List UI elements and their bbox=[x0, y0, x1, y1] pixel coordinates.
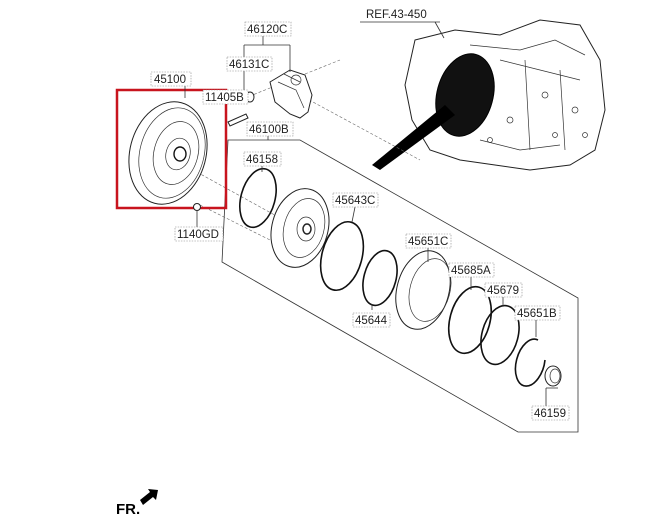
bushing-46159[interactable] bbox=[544, 365, 562, 387]
reference-pointer bbox=[372, 105, 455, 170]
seal-ring-45685a[interactable] bbox=[442, 282, 498, 358]
label-1140gd[interactable]: 1140GD bbox=[174, 226, 224, 242]
svg-text:45685A: 45685A bbox=[451, 265, 491, 277]
snap-ring-45651b[interactable] bbox=[514, 338, 546, 387]
front-arrow-icon bbox=[140, 489, 158, 505]
oil-pump-housing[interactable] bbox=[263, 182, 338, 274]
label-45643c[interactable]: 45643C bbox=[332, 192, 379, 208]
label-45644[interactable]: 45644 bbox=[352, 312, 391, 328]
svg-text:45643C: 45643C bbox=[335, 195, 375, 207]
svg-text:11405B: 11405B bbox=[205, 92, 244, 104]
bolt-11405b[interactable] bbox=[227, 113, 249, 127]
label-45679[interactable]: 45679 bbox=[484, 282, 523, 298]
svg-text:46100B: 46100B bbox=[249, 124, 289, 136]
label-45651c[interactable]: 45651C bbox=[405, 233, 452, 249]
clutch-drum[interactable] bbox=[388, 245, 459, 336]
front-direction-indicator: FR. bbox=[116, 489, 158, 518]
label-46120c[interactable]: 46120C bbox=[244, 21, 292, 37]
svg-text:45651B: 45651B bbox=[517, 308, 557, 320]
svg-text:45644: 45644 bbox=[355, 315, 388, 327]
svg-text:45679: 45679 bbox=[487, 285, 519, 297]
svg-text:46120C: 46120C bbox=[247, 24, 287, 36]
svg-text:46158: 46158 bbox=[246, 154, 278, 166]
ring-45643c[interactable] bbox=[314, 217, 371, 295]
label-46131c[interactable]: 46131C bbox=[226, 56, 273, 72]
svg-text:45100: 45100 bbox=[154, 74, 186, 86]
kit-boundary bbox=[221, 139, 579, 433]
svg-text:46131C: 46131C bbox=[229, 59, 269, 71]
label-45685a[interactable]: 45685A bbox=[448, 262, 495, 278]
o-ring-46158[interactable] bbox=[234, 165, 282, 232]
label-45100[interactable]: 45100 bbox=[150, 71, 192, 87]
nut-1140gd[interactable] bbox=[193, 203, 201, 211]
highlight-box bbox=[115, 88, 228, 210]
transaxle-housing: REF.43-450 bbox=[360, 9, 606, 171]
label-45651b[interactable]: 45651B bbox=[514, 305, 561, 321]
label-11405b[interactable]: 11405B bbox=[202, 89, 249, 105]
svg-text:45651C: 45651C bbox=[408, 236, 448, 248]
label-46158[interactable]: 46158 bbox=[243, 151, 282, 167]
torque-converter[interactable] bbox=[118, 93, 218, 213]
reference-label: REF.43-450 bbox=[366, 9, 427, 21]
svg-text:1140GD: 1140GD bbox=[177, 229, 219, 241]
svg-text:46159: 46159 bbox=[534, 408, 566, 420]
label-46159[interactable]: 46159 bbox=[531, 405, 570, 421]
oil-pump-assembly[interactable] bbox=[269, 69, 313, 119]
snap-ring-45679[interactable] bbox=[475, 301, 525, 368]
ring-45644[interactable] bbox=[357, 247, 402, 309]
front-label: FR. bbox=[116, 501, 140, 518]
label-46100b[interactable]: 46100B bbox=[246, 121, 294, 137]
